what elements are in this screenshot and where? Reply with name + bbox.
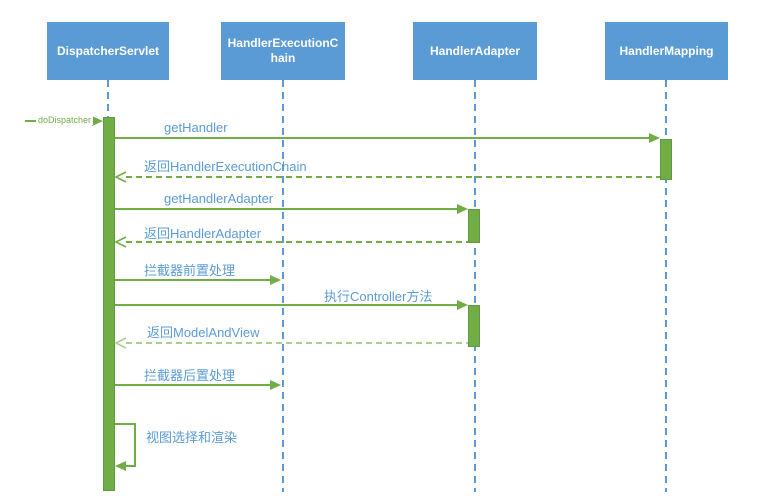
message-line-return-modelandview xyxy=(126,342,468,344)
participant-label: HandlerAdapter xyxy=(429,43,521,58)
participant-dispatcherservlet: DispatcherServlet xyxy=(47,22,169,80)
entry-arrowhead-icon xyxy=(92,116,103,126)
arrowhead-solid-icon xyxy=(649,133,660,143)
lifeline-handlerexecutionchain xyxy=(282,80,284,492)
message-line-interceptor-post xyxy=(115,384,270,386)
message-label-return-handleradapter: 返回HandlerAdapter xyxy=(144,226,262,241)
activation-handleradapter-1 xyxy=(468,209,480,243)
lifeline-handleradapter xyxy=(474,80,476,492)
participant-handlerexecutionchain: HandlerExecutionChain xyxy=(221,22,345,80)
activation-handlermapping xyxy=(660,139,672,180)
participant-label: HandlerMapping xyxy=(619,43,714,58)
arrowhead-open-icon xyxy=(114,236,127,248)
self-message-top-line xyxy=(115,423,136,425)
message-label-execute-controller: 执行Controller方法 xyxy=(324,289,433,304)
arrowhead-solid-icon xyxy=(270,275,281,285)
participant-handlermapping: HandlerMapping xyxy=(605,22,728,80)
message-label-gethandleradapter: getHandlerAdapter xyxy=(164,191,274,206)
arrowhead-solid-left-icon xyxy=(115,461,126,471)
entry-message-label: doDispatcher xyxy=(36,115,94,125)
message-label-return-handlerexecutionchain: 返回HandlerExecutionChain xyxy=(144,159,307,174)
self-message-right-line xyxy=(134,423,136,467)
message-line-gethandleradapter xyxy=(115,208,457,210)
activation-handleradapter-2 xyxy=(468,305,480,347)
message-label-interceptor-pre: 拦截器前置处理 xyxy=(144,263,236,278)
message-label-gethandler: getHandler xyxy=(164,120,228,135)
arrowhead-solid-icon xyxy=(457,204,468,214)
arrowhead-solid-icon xyxy=(270,380,281,390)
arrowhead-solid-icon xyxy=(457,300,468,310)
self-message-bottom-line xyxy=(126,465,136,467)
participant-handleradapter: HandlerAdapter xyxy=(413,22,537,80)
message-line-interceptor-pre xyxy=(115,279,270,281)
participant-label: HandlerExecutionChain xyxy=(227,36,339,65)
message-line-gethandler xyxy=(115,137,650,139)
lifeline-handlermapping xyxy=(665,80,667,492)
message-label-interceptor-post: 拦截器后置处理 xyxy=(144,368,236,383)
message-label-return-modelandview: 返回ModelAndView xyxy=(147,325,260,340)
arrowhead-open-icon xyxy=(114,171,127,183)
lifeline-dispatcherservlet xyxy=(107,80,109,118)
arrowhead-open-light-icon xyxy=(114,337,127,349)
activation-dispatcherservlet xyxy=(103,117,115,491)
message-label-view-render: 视图选择和渲染 xyxy=(146,430,238,445)
message-line-return-handlerexecutionchain xyxy=(126,176,660,178)
message-line-execute-controller xyxy=(115,304,457,306)
message-line-return-handleradapter xyxy=(126,241,468,243)
participant-label: DispatcherServlet xyxy=(56,43,160,58)
